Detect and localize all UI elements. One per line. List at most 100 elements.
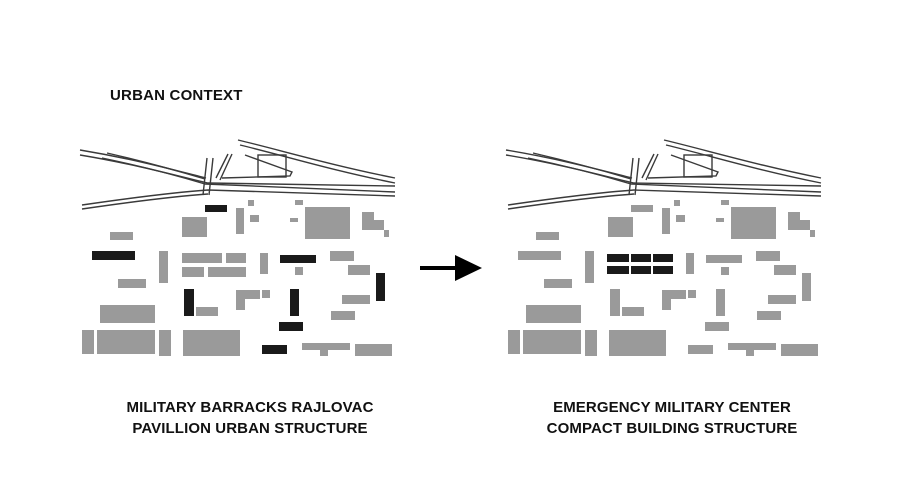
building-gray	[100, 305, 155, 323]
left-buildings	[82, 200, 392, 356]
building-gray	[686, 253, 694, 274]
building-gray	[788, 212, 800, 230]
building-gray	[320, 350, 328, 356]
building-gray	[302, 343, 350, 350]
courtyard	[683, 154, 713, 178]
building-black	[607, 266, 629, 274]
building-gray	[182, 267, 204, 277]
building-gray	[238, 290, 260, 299]
building-gray	[536, 232, 559, 240]
building-gray	[248, 200, 254, 206]
left-site-plan	[79, 139, 396, 356]
building-black	[290, 289, 299, 316]
building-gray	[236, 208, 244, 234]
building-black	[205, 205, 227, 212]
building-gray	[676, 215, 685, 222]
right-caption-line2: COMPACT BUILDING STRUCTURE	[546, 420, 798, 437]
road	[663, 139, 822, 179]
building-gray	[295, 200, 303, 205]
building-gray	[295, 267, 303, 275]
building-gray	[721, 200, 729, 205]
road	[202, 157, 214, 196]
building-gray	[716, 218, 724, 222]
building-gray	[716, 289, 725, 316]
page-title: URBAN CONTEXT	[110, 87, 243, 104]
building-gray	[757, 311, 781, 320]
building-gray	[355, 344, 392, 356]
building-gray	[544, 279, 572, 288]
left-roads	[79, 139, 396, 210]
building-gray	[746, 350, 754, 356]
building-gray	[159, 251, 168, 283]
road	[665, 144, 822, 184]
building-gray	[384, 230, 389, 237]
building-black	[184, 289, 194, 316]
right-roads	[505, 139, 822, 210]
building-gray	[226, 253, 246, 263]
building-gray	[662, 208, 670, 234]
building-gray	[774, 265, 796, 275]
building-black	[262, 345, 287, 354]
building-gray	[82, 330, 94, 354]
building-gray	[348, 265, 370, 275]
road	[106, 152, 206, 180]
building-gray	[798, 220, 810, 230]
building-gray	[182, 253, 222, 263]
road	[507, 193, 635, 210]
building-gray	[236, 290, 245, 310]
road	[628, 157, 640, 196]
building-gray	[97, 330, 155, 354]
road	[101, 157, 396, 193]
building-black	[376, 273, 385, 301]
building-gray	[608, 217, 633, 237]
building-gray	[330, 251, 354, 261]
road	[215, 153, 233, 181]
road	[507, 189, 822, 206]
building-gray	[810, 230, 815, 237]
right-caption-line1: EMERGENCY MILITARY CENTER	[553, 399, 791, 416]
building-black	[653, 254, 673, 262]
building-gray	[110, 232, 133, 240]
building-black	[92, 251, 135, 260]
building-gray	[290, 218, 298, 222]
building-gray	[631, 205, 653, 212]
building-gray	[706, 255, 742, 263]
building-gray	[260, 253, 268, 274]
arrow-icon	[420, 255, 482, 281]
road	[81, 189, 396, 206]
building-gray	[610, 289, 620, 316]
building-gray	[526, 305, 581, 323]
building-gray	[728, 343, 776, 350]
building-black	[653, 266, 673, 274]
building-gray	[183, 330, 240, 356]
building-gray	[585, 251, 594, 283]
building-gray	[118, 279, 146, 288]
building-gray	[664, 290, 686, 299]
building-gray	[182, 217, 207, 237]
building-black	[631, 266, 651, 274]
building-gray	[662, 290, 671, 310]
road	[647, 154, 719, 179]
building-gray	[585, 330, 597, 356]
building-gray	[674, 200, 680, 206]
right-buildings	[508, 200, 818, 356]
building-gray	[622, 307, 644, 316]
building-black	[607, 254, 629, 262]
road	[221, 154, 293, 179]
building-gray	[305, 207, 350, 239]
road	[527, 157, 822, 193]
building-gray	[159, 330, 171, 356]
road	[532, 152, 632, 180]
building-gray	[196, 307, 218, 316]
building-gray	[688, 345, 713, 354]
right-site-plan	[505, 139, 822, 356]
left-caption: MILITARY BARRACKS RAJLOVAC PAVILLION URB…	[90, 397, 410, 439]
building-gray	[518, 251, 561, 260]
building-gray	[523, 330, 581, 354]
building-gray	[342, 295, 370, 304]
building-gray	[372, 220, 384, 230]
right-caption: EMERGENCY MILITARY CENTER COMPACT BUILDI…	[512, 397, 832, 439]
building-gray	[756, 251, 780, 261]
building-gray	[802, 273, 811, 301]
